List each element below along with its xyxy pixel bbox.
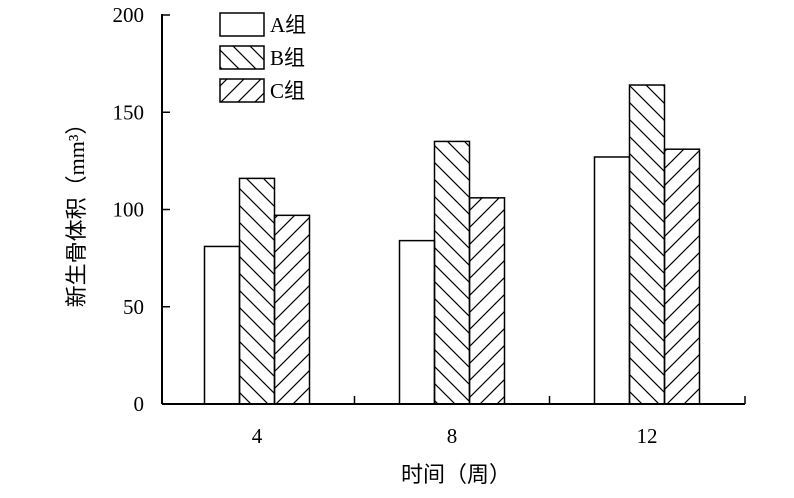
bar-B组-4 bbox=[238, 177, 276, 405]
y-tick-label: 150 bbox=[113, 100, 145, 124]
bar-A组-8 bbox=[398, 239, 436, 405]
axes-layer: 0 50 100 150 200 4 8 12 bbox=[113, 3, 746, 448]
x-axis-title: 时间（周） bbox=[401, 462, 511, 487]
y-axis-title: 新生骨体积（mm³） bbox=[64, 113, 89, 308]
bar-A组-4 bbox=[203, 245, 241, 405]
bar-C组-4 bbox=[273, 214, 311, 405]
legend-swatch bbox=[219, 78, 265, 103]
bar-B组-8 bbox=[433, 140, 471, 405]
legend-label: C组 bbox=[270, 79, 305, 103]
bar-B组-12 bbox=[628, 84, 666, 405]
bars-layer bbox=[203, 84, 701, 405]
x-tick-label: 8 bbox=[447, 424, 458, 448]
legend-label: A组 bbox=[270, 13, 306, 37]
bar-A组-12 bbox=[593, 156, 631, 405]
y-tick-label: 0 bbox=[134, 392, 145, 416]
legend-swatch bbox=[219, 12, 265, 37]
bar-C组-12 bbox=[663, 148, 701, 405]
y-tick-label: 100 bbox=[113, 198, 145, 222]
bar-C组-8 bbox=[468, 197, 506, 405]
y-tick-label: 200 bbox=[113, 3, 145, 27]
x-tick-label: 12 bbox=[637, 424, 658, 448]
legend: A组 B组 C组 bbox=[219, 12, 306, 103]
legend-label: B组 bbox=[270, 46, 305, 70]
x-tick-label: 4 bbox=[252, 424, 263, 448]
legend-swatch bbox=[219, 45, 265, 70]
y-tick-label: 50 bbox=[123, 295, 144, 319]
